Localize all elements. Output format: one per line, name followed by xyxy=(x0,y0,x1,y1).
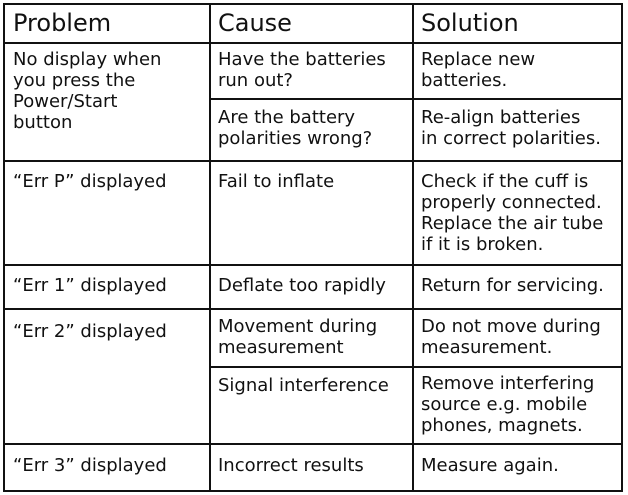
solution-cell: Replace new batteries. xyxy=(421,49,536,91)
solution-cell: Remove interfering source e.g. mobile ph… xyxy=(421,373,595,436)
cause-cell: Are the battery polarities wrong? xyxy=(218,107,373,149)
solution-cell: Check if the cuff is properly connected.… xyxy=(421,171,604,255)
row1-subdivider xyxy=(211,98,621,100)
header-divider xyxy=(5,42,621,44)
troubleshooting-table: Problem Cause Solution No display when y… xyxy=(3,3,623,492)
cause-cell: Fail to inflate xyxy=(218,171,335,192)
cause-cell: Incorrect results xyxy=(218,455,364,476)
header-cause: Cause xyxy=(218,9,292,37)
row-divider-3 xyxy=(5,308,621,310)
solution-cell: Return for servicing. xyxy=(421,275,604,296)
cause-cell: Deflate too rapidly xyxy=(218,275,386,296)
row-divider-2 xyxy=(5,264,621,266)
cause-cell: Movement during measurement xyxy=(218,316,378,358)
row-divider-4 xyxy=(5,443,621,445)
column-divider-2 xyxy=(412,5,414,490)
cause-cell: Have the batteries run out? xyxy=(218,49,386,91)
problem-cell: “Err 2” displayed xyxy=(13,321,167,342)
row4-subdivider xyxy=(211,366,621,368)
cause-cell: Signal interference xyxy=(218,375,389,396)
solution-cell: Do not move during measurement. xyxy=(421,316,601,358)
problem-cell: “Err 1” displayed xyxy=(13,275,167,296)
header-solution: Solution xyxy=(421,9,519,37)
problem-cell: “Err P” displayed xyxy=(13,171,167,192)
row-divider-1 xyxy=(5,160,621,162)
header-problem: Problem xyxy=(13,9,112,37)
solution-cell: Measure again. xyxy=(421,455,559,476)
solution-cell: Re-align batteries in correct polarities… xyxy=(421,107,601,149)
problem-cell: “Err 3” displayed xyxy=(13,455,167,476)
column-divider-1 xyxy=(209,5,211,490)
problem-cell: No display when you press the Power/Star… xyxy=(13,49,162,133)
